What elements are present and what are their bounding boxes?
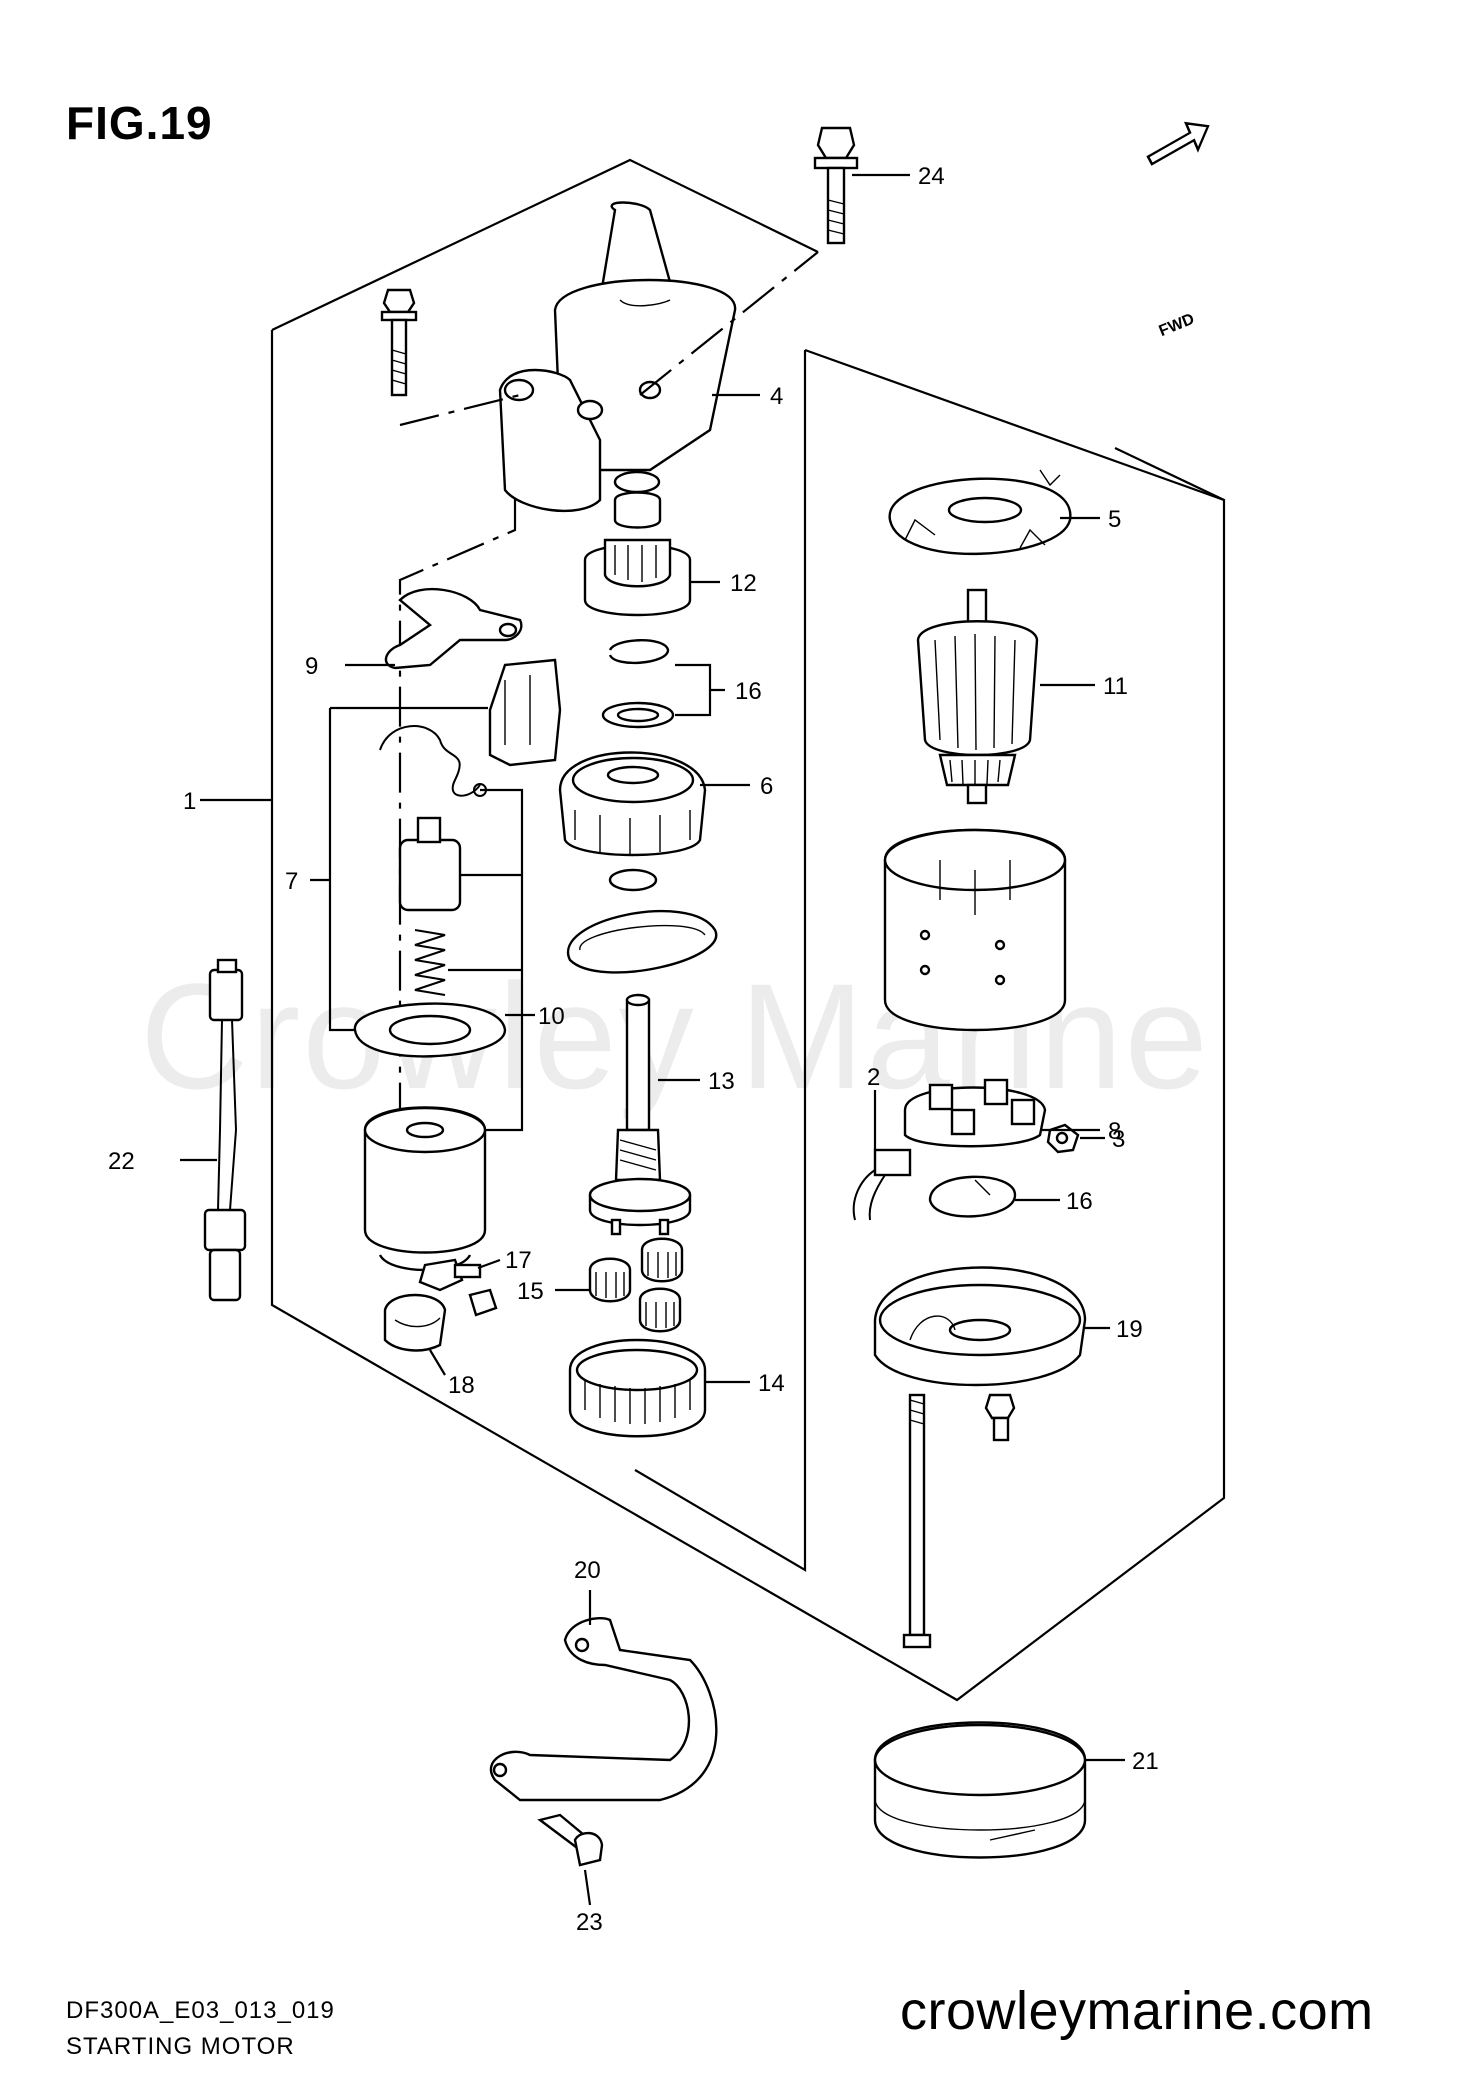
part-5-plate bbox=[888, 469, 1072, 555]
fwd-label: FWD bbox=[1157, 311, 1197, 340]
callout-10: 10 bbox=[538, 1003, 565, 1030]
part-12-pinion bbox=[583, 470, 692, 617]
callout-9: 9 bbox=[305, 653, 318, 680]
callout-4: 4 bbox=[770, 383, 783, 410]
callout-24: 24 bbox=[918, 163, 945, 190]
callout-18: 18 bbox=[448, 1372, 475, 1399]
part-16-clip-washer bbox=[601, 639, 675, 729]
part-14-internal-gear bbox=[568, 1338, 707, 1438]
site-link[interactable]: crowleymarine.com bbox=[900, 1981, 1374, 2041]
callout-8: 8 bbox=[1108, 1118, 1121, 1145]
callout-16-lower: 16 bbox=[1066, 1188, 1093, 1215]
part-21-ring bbox=[873, 1721, 1087, 1859]
part-16-lower-plate bbox=[928, 1175, 1017, 1218]
part-10-solenoid bbox=[353, 658, 562, 1272]
callout-19: 19 bbox=[1116, 1316, 1143, 1343]
alignment-line bbox=[639, 251, 819, 396]
part-18-clip bbox=[383, 1293, 447, 1352]
part-24-bolt bbox=[813, 126, 859, 245]
leader-lines bbox=[180, 173, 1125, 1906]
part-small-bolt-right bbox=[984, 1393, 1016, 1442]
callout-11: 11 bbox=[1103, 673, 1128, 700]
callout-15: 15 bbox=[517, 1278, 544, 1305]
part-15-planet-gears bbox=[588, 1237, 684, 1333]
callout-7: 7 bbox=[285, 868, 298, 895]
diagram-name: STARTING MOTOR bbox=[66, 2033, 295, 2060]
part-bolt-left-top bbox=[380, 288, 418, 397]
callout-numbers: 24 4 5 12 9 16 6 11 1 7 10 13 2 8 3 16 1… bbox=[108, 163, 1159, 1936]
part-19-end-cover bbox=[873, 1266, 1087, 1387]
callout-17: 17 bbox=[505, 1247, 532, 1274]
assembly-outline bbox=[270, 158, 1226, 1702]
part-20-band bbox=[489, 1617, 718, 1802]
part-gasket bbox=[566, 868, 718, 974]
alignment-line bbox=[398, 498, 517, 1150]
part-4-front-housing bbox=[498, 201, 737, 513]
callout-3: 3 bbox=[1112, 1126, 1125, 1153]
callout-2: 2 bbox=[867, 1064, 880, 1091]
callout-12: 12 bbox=[730, 570, 757, 597]
callout-5: 5 bbox=[1108, 506, 1121, 533]
fwd-arrow-icon: FWD bbox=[1146, 121, 1210, 340]
part-13-shaft bbox=[588, 993, 692, 1236]
part-yoke-frame bbox=[883, 828, 1067, 1032]
callout-1: 1 bbox=[183, 788, 196, 815]
callout-20: 20 bbox=[574, 1557, 601, 1584]
part-11-armature bbox=[916, 588, 1039, 805]
part-3-nut bbox=[1046, 1123, 1080, 1154]
figure-title: FIG.19 bbox=[66, 97, 213, 149]
part-17-terminal bbox=[418, 1258, 498, 1317]
callout-21: 21 bbox=[1132, 1748, 1159, 1775]
callout-6: 6 bbox=[760, 773, 773, 800]
part-through-bolt bbox=[902, 1393, 932, 1649]
part-8-brush-holder bbox=[903, 1078, 1047, 1148]
callout-14: 14 bbox=[758, 1370, 785, 1397]
callout-16-top: 16 bbox=[735, 678, 762, 705]
diagram-code: DF300A_E03_013_019 bbox=[66, 1997, 335, 2024]
part-23-bolt bbox=[537, 1813, 604, 1867]
alignment-line bbox=[399, 393, 521, 427]
callout-13: 13 bbox=[708, 1068, 735, 1095]
part-6-cover bbox=[558, 751, 707, 857]
part-9-lever bbox=[384, 587, 523, 670]
part-22-harness bbox=[203, 958, 247, 1302]
callout-22: 22 bbox=[108, 1148, 135, 1175]
callout-23: 23 bbox=[576, 1909, 603, 1936]
part-2-lead-wire bbox=[852, 1148, 912, 1221]
